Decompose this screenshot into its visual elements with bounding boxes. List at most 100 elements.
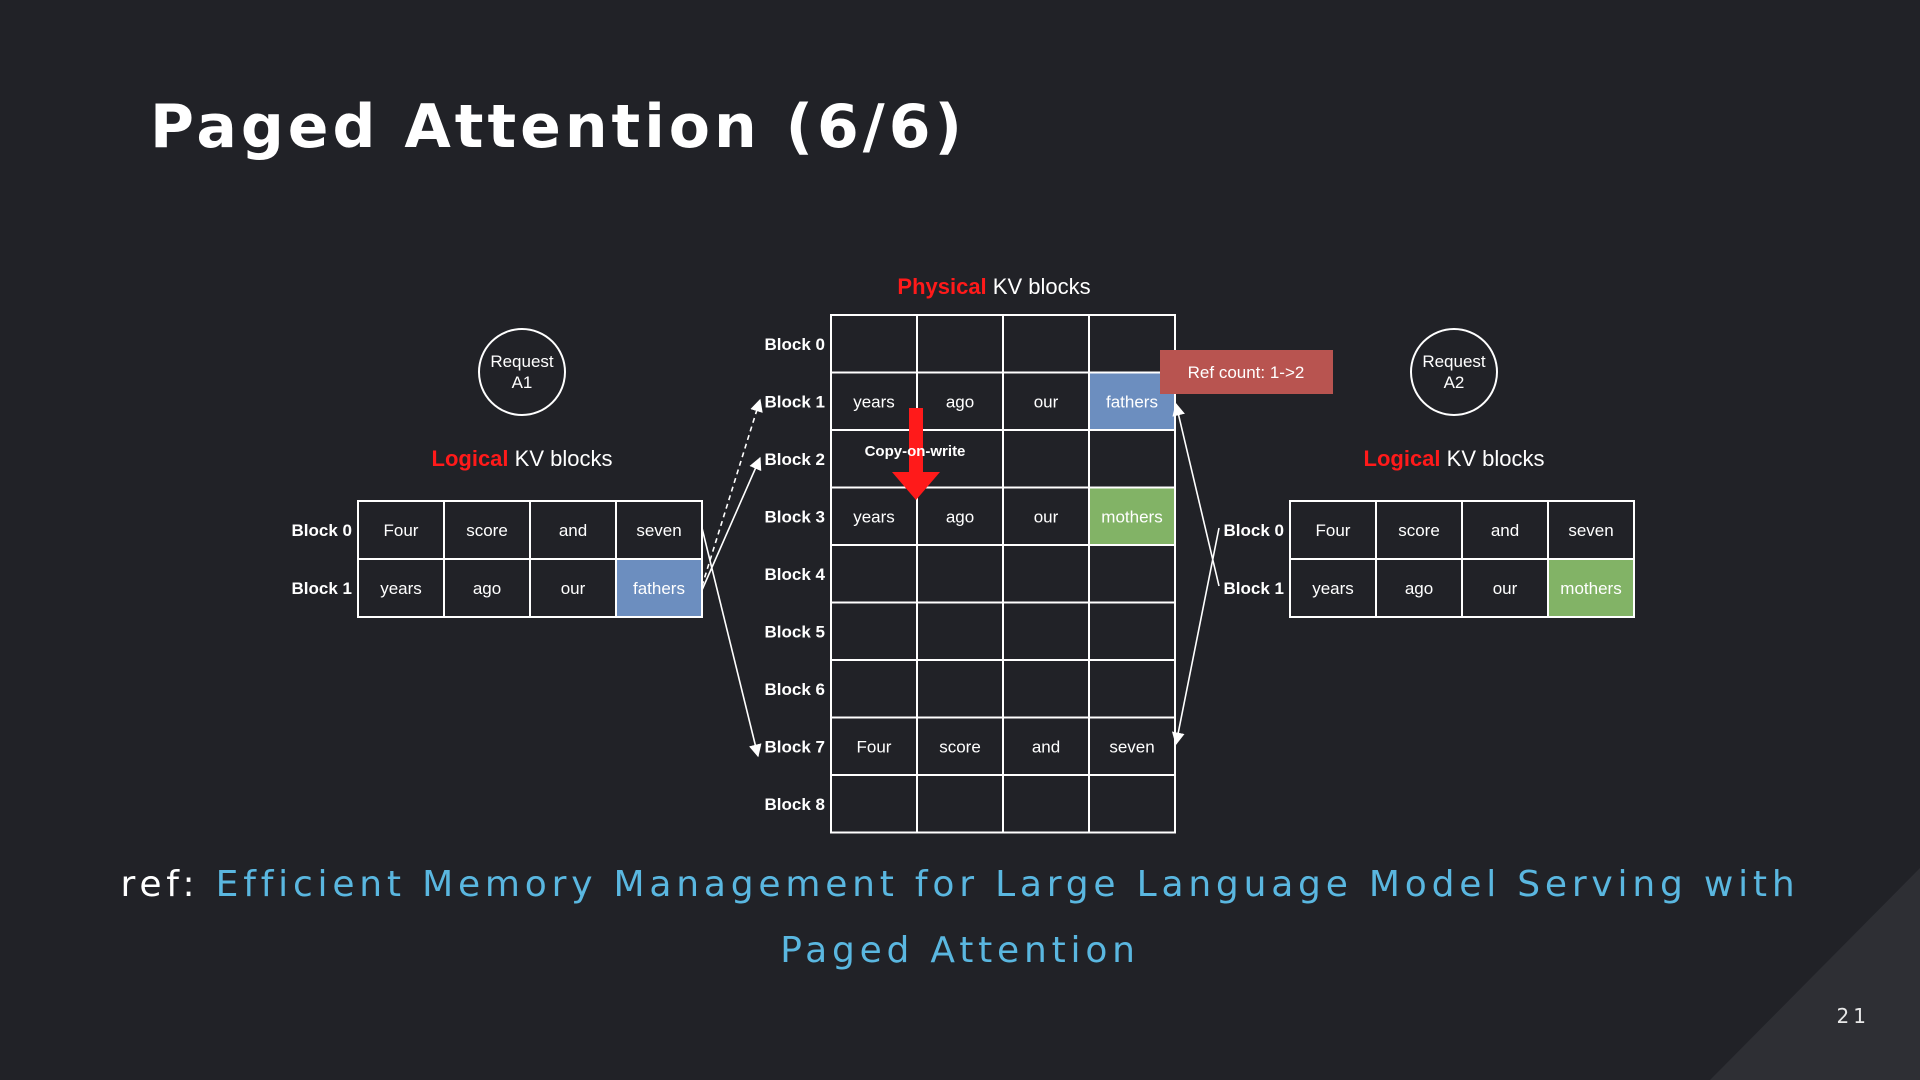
- request-a1-label-line2: A1: [512, 373, 533, 392]
- a2-block-0-token-1: score: [1398, 521, 1440, 540]
- physical-block-4-cell-3: [1088, 544, 1176, 604]
- physical-block-7-token-1: score: [939, 737, 981, 756]
- physical-block-1-token-1: ago: [946, 392, 974, 411]
- a2-block0-to-phys-block7-arrow: [1171, 527, 1220, 746]
- a1-block-0-token-0: Four: [384, 521, 419, 540]
- a2-block-1-label: Block 1: [1224, 579, 1284, 598]
- a1-block-0-token-3: seven: [636, 521, 681, 540]
- ref-count-label: Ref count: 1->2: [1188, 363, 1305, 382]
- a2-block-1-token-1: ago: [1405, 579, 1433, 598]
- physical-title-rest: KV blocks: [987, 274, 1091, 299]
- slide-title: Paged Attention (6/6): [150, 92, 966, 162]
- physical-block-7-token-3: seven: [1109, 737, 1154, 756]
- physical-block-1-cell-3: [1088, 371, 1176, 431]
- physical-block-1-token-0: years: [853, 392, 895, 411]
- a2-block-0-token-3: seven: [1568, 521, 1613, 540]
- copy-on-write-label: Copy-on-write: [865, 443, 966, 460]
- physical-block-5-cell-1: [916, 601, 1004, 661]
- physical-block-5-cell-3: [1088, 601, 1176, 661]
- physical-block-3-label: Block 3: [765, 507, 825, 526]
- physical-block-6-cell-2: [1002, 659, 1090, 719]
- request-a2-label-line1: Request: [1422, 352, 1486, 371]
- copy-on-write-arrow-head: [892, 472, 940, 500]
- a2-block-0-token-0: Four: [1316, 521, 1351, 540]
- physical-block-0-cell-1: [916, 314, 1004, 374]
- physical-block-2-label: Block 2: [765, 450, 825, 469]
- physical-block-6-cell-1: [916, 659, 1004, 719]
- ref-paper-link[interactable]: Efficient Memory Management for Large La…: [215, 864, 1800, 971]
- a1-block-1-token-0: years: [380, 579, 422, 598]
- copy-on-write-arrow-shaft: [909, 408, 923, 474]
- ref-count-box: Ref count: 1->2: [1160, 350, 1333, 394]
- physical-block-3-token-2: our: [1034, 507, 1059, 526]
- physical-block-5-label: Block 5: [765, 622, 825, 641]
- request-a2-label-line2: A2: [1444, 373, 1465, 392]
- physical-block-4-cell-1: [916, 544, 1004, 604]
- copy-on-write-arrow: [892, 408, 940, 500]
- physical-block-6-label: Block 6: [765, 680, 825, 699]
- request-a2-node: Request A2: [1410, 328, 1498, 416]
- a1-block0-to-phys-block7-arrow: [701, 527, 762, 758]
- a2-logical-title-rest: KV blocks: [1441, 446, 1545, 471]
- a1-block-1-token-2: our: [561, 579, 586, 598]
- block-mapping-arrows: [701, 398, 1220, 758]
- a1-block-1-label: Block 1: [292, 579, 352, 598]
- physical-block-1-token-3: fathers: [1106, 392, 1158, 411]
- physical-block-4-label: Block 4: [765, 565, 826, 584]
- physical-block-3-token-0: years: [853, 507, 895, 526]
- physical-block-3-token-1: ago: [946, 507, 974, 526]
- a1-block-1-token-1: ago: [473, 579, 501, 598]
- physical-block-1-label: Block 1: [765, 392, 825, 411]
- a2-logical-title: Logical KV blocks: [1364, 446, 1545, 471]
- physical-title: Physical KV blocks: [897, 274, 1090, 299]
- physical-block-8-cell-1: [916, 774, 1004, 834]
- physical-block-6-cell-3: [1088, 659, 1176, 719]
- a2-block-0-token-2: and: [1491, 521, 1519, 540]
- a1-block-1-token-3: fathers: [633, 579, 685, 598]
- physical-block-8-cell-0: [830, 774, 918, 834]
- a2-block-1-token-0: years: [1312, 579, 1354, 598]
- a2-block1-to-phys-block1-arrow: [1172, 402, 1220, 587]
- physical-block-6-cell-0: [830, 659, 918, 719]
- a2-block-1-token-3: mothers: [1560, 579, 1621, 598]
- physical-block-8-cell-2: [1002, 774, 1090, 834]
- physical-block-3-token-3: mothers: [1101, 507, 1162, 526]
- a1-logical-title-rest: KV blocks: [509, 446, 613, 471]
- a1-logical-title-highlight: Logical: [432, 446, 509, 471]
- reference-line: ref: Efficient Memory Management for Lar…: [100, 852, 1820, 984]
- request-a1-label-line1: Request: [490, 352, 554, 371]
- a2-logical-title-highlight: Logical: [1364, 446, 1441, 471]
- physical-block-0-label: Block 0: [765, 335, 825, 354]
- physical-block-8-label: Block 8: [765, 795, 825, 814]
- a2-block-0-label: Block 0: [1224, 521, 1284, 540]
- physical-block-7-label: Block 7: [765, 737, 825, 756]
- physical-block-2-cell-2: [1002, 429, 1090, 489]
- physical-block-1-token-2: our: [1034, 392, 1059, 411]
- physical-block-0-cell-0: [830, 314, 918, 374]
- a1-block-0-token-2: and: [559, 521, 587, 540]
- physical-block-5-cell-2: [1002, 601, 1090, 661]
- request-a2-circle: [1410, 328, 1498, 416]
- a2-block-1-token-2: our: [1493, 579, 1518, 598]
- ref-prefix: ref:: [120, 864, 216, 905]
- physical-block-4-cell-0: [830, 544, 918, 604]
- a1-block1-to-phys-block1-arrow: [701, 398, 763, 587]
- physical-block-7-token-2: and: [1032, 737, 1060, 756]
- a1-block-0-label: Block 0: [292, 521, 352, 540]
- a2-block-1-cell-3: [1547, 558, 1635, 618]
- a1-logical-title: Logical KV blocks: [432, 446, 613, 471]
- a1-block1-to-phys-block2-arrow: [701, 456, 762, 591]
- physical-block-0-cell-2: [1002, 314, 1090, 374]
- physical-block-7-token-0: Four: [857, 737, 892, 756]
- a1-block-0-token-1: score: [466, 521, 508, 540]
- page-number: 21: [1836, 1004, 1870, 1028]
- physical-title-highlight: Physical: [897, 274, 986, 299]
- physical-block-8-cell-3: [1088, 774, 1176, 834]
- physical-block-5-cell-0: [830, 601, 918, 661]
- request-a1-circle: [478, 328, 566, 416]
- a1-block-1-cell-3: [615, 558, 703, 618]
- physical-block-2-cell-3: [1088, 429, 1176, 489]
